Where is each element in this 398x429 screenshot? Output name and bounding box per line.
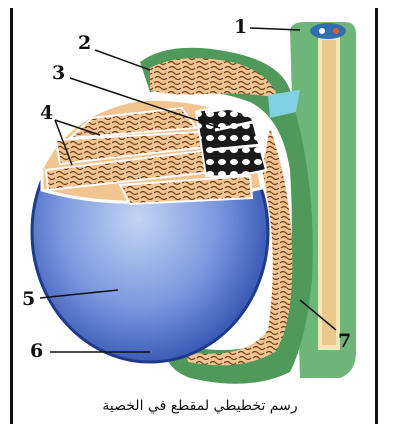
label-1: 1 [234,18,247,37]
label-7: 7 [338,332,351,351]
pointer-2 [95,50,150,70]
label-4: 4 [40,104,53,123]
figure-caption: رسم تخطيطي لمقطع في الخصية [60,398,340,414]
label-5: 5 [22,290,35,309]
label-3: 3 [52,64,65,83]
label-6: 6 [30,342,43,361]
label-2: 2 [78,34,91,53]
rete-testis [196,105,266,176]
